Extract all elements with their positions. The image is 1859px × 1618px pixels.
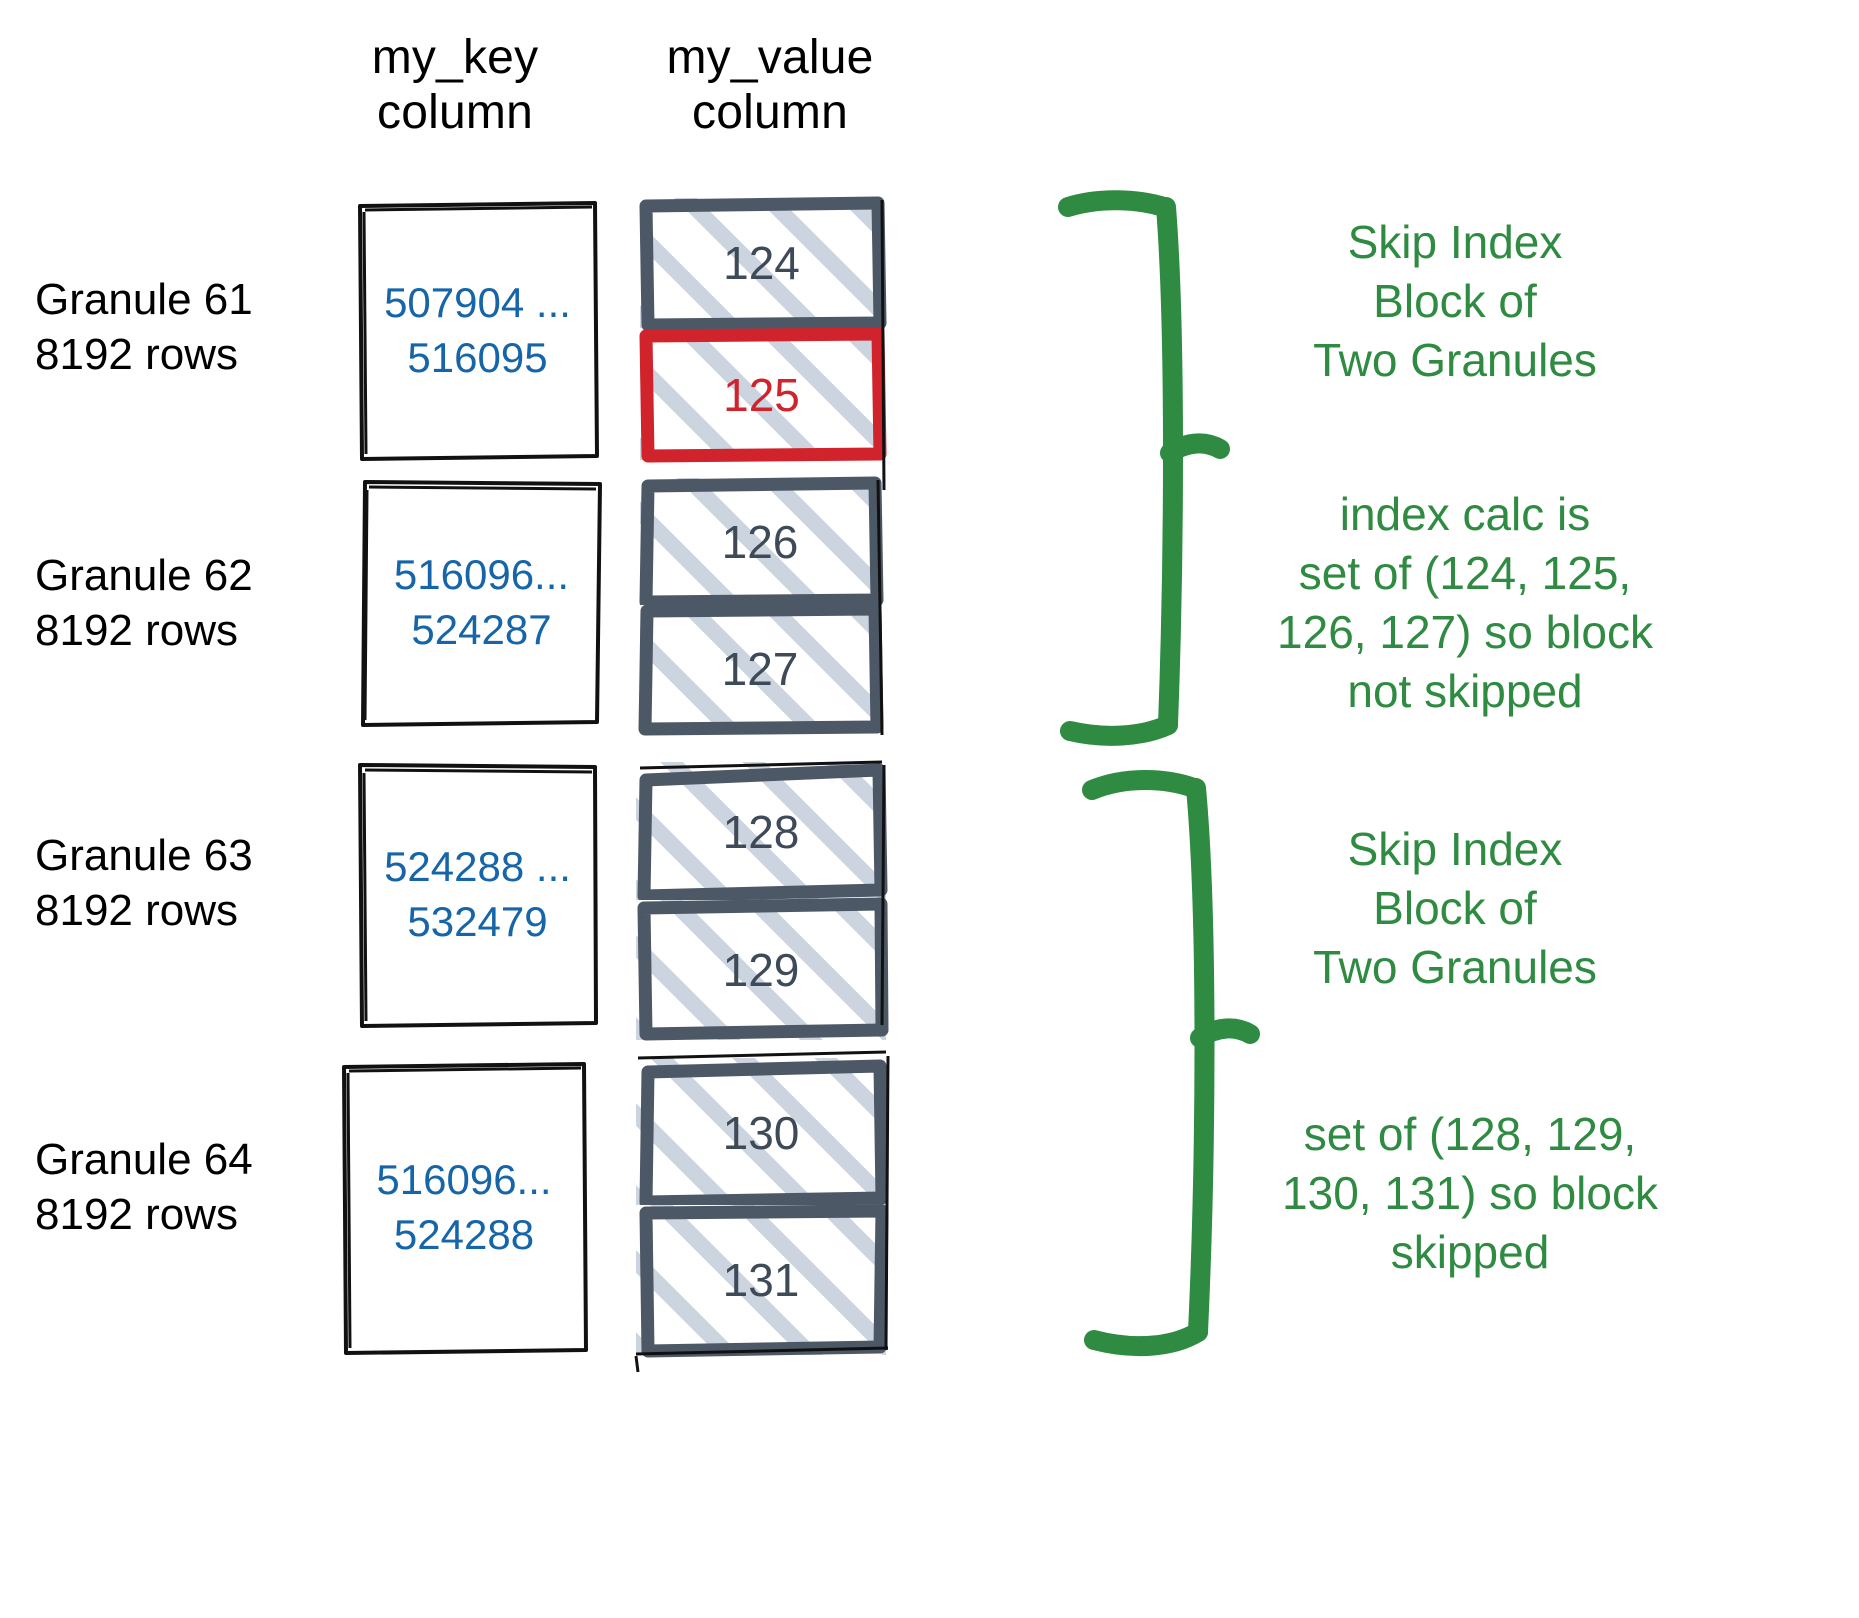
key-box-granule-64: 516096... 524288 [340,1060,588,1356]
value-column-header-line2: column [692,86,848,140]
value-box-124: 124 [639,196,887,332]
annotation-block-a-title-line3: Two Granules [1313,333,1597,386]
annotation-block-a-detail: index calc is set of (124, 125, 126, 127… [1095,485,1835,721]
value-box-124-hatch [640,198,883,328]
granule-label-62: Granule 62 8192 rows [35,548,325,658]
granule-label-61-rows: 8192 rows [35,330,239,379]
granule-label-63-rows: 8192 rows [35,886,239,935]
key-box-outline-62 [361,480,602,727]
annotation-block-a-title-line2: Block of [1373,274,1537,327]
value-text-130: 130 [722,1107,800,1159]
key-column-header-line2: column [377,86,533,140]
key-box-granule-61: 507904 ... 516095 [356,200,599,462]
granule-label-64: Granule 64 8192 rows [35,1132,325,1242]
value-box-125-hatch [640,330,883,460]
key-range-63: 524288 ... 532479 [356,840,599,949]
key-column-header-line1: my_key [371,31,539,84]
value-box-128: 128 [636,762,888,903]
value-text-131: 131 [722,1254,800,1306]
annotation-block-b-detail-line1: set of (128, 129, [1303,1108,1637,1160]
annotation-block-b-title-line2: Block of [1373,881,1537,934]
annotation-block-b-title-line1: Skip Index [1347,823,1563,875]
key-box-granule-63: 524288 ... 532479 [356,760,599,1030]
value-box-129: 129 [636,897,889,1041]
value-box-127-frame [638,602,884,736]
key-range-63-line1: 524288 ... [384,843,571,891]
granule-label-62-name: Granule 62 [35,551,253,600]
granule-label-62-rows: 8192 rows [35,606,239,655]
key-box-outline-63 [358,763,598,1028]
value-text-124: 124 [723,237,800,289]
annotation-block-b-detail-line3: skipped [1390,1225,1550,1278]
key-box-outline-61 [358,201,599,461]
value-box-126-hatch [640,478,880,606]
value-text-128: 128 [722,806,800,858]
value-box-129-hatch [636,900,886,1040]
value-box-126: 126 [639,476,884,609]
value-box-130: 130 [636,1058,889,1209]
key-range-62-line1: 516096... [393,551,570,599]
value-box-125: 125 [639,327,887,463]
value-text-127: 127 [721,643,799,695]
key-range-61: 507904 ... 516095 [356,276,599,385]
value-box-128-frame [637,763,888,903]
key-range-64-line1: 516096... [376,1156,552,1204]
value-column-header-line1: my_value [666,31,874,84]
annotation-block-a-detail-line1: index calc is [1339,488,1591,540]
value-text-129: 129 [722,944,800,996]
annotation-block-a-detail-line4: not skipped [1347,664,1583,717]
key-box-granule-62: 516096... 524287 [360,478,603,728]
annotation-block-b-title-line3: Two Granules [1313,940,1597,993]
annotation-block-a-title-line1: Skip Index [1347,216,1563,268]
value-box-129-frame [637,897,889,1041]
skip-index-bracket-block-b [1082,770,1260,1357]
value-text-126: 126 [721,516,799,568]
key-range-64-line2: 524288 [393,1211,535,1258]
value-box-127-hatch [640,605,880,733]
key-range-62: 516096... 524287 [360,548,603,657]
skip-index-bracket-block-a [1058,190,1230,746]
granule-label-63: Granule 63 8192 rows [35,828,325,938]
annotation-block-a-detail-line2: set of (124, 125, [1298,546,1632,599]
annotation-block-b-title: Skip Index Block of Two Granules [1110,820,1800,997]
key-column-header: my_key column [330,30,580,140]
key-box-outline-64 [342,1062,588,1355]
value-column-header: my_value column [630,30,910,140]
annotation-block-b-detail-line2: 130, 131) so block [1282,1166,1658,1219]
granule-label-61: Granule 61 8192 rows [35,272,325,382]
value-column-edge-strokes [634,199,890,1373]
value-box-128-hatch [636,762,886,902]
granule-label-64-name: Granule 64 [35,1135,253,1184]
value-box-127: 127 [638,602,884,736]
value-box-130-frame [639,1059,889,1209]
key-range-63-line2: 532479 [407,898,548,945]
granule-label-63-name: Granule 63 [35,831,253,880]
key-range-64: 516096... 524288 [340,1153,588,1262]
value-box-130-hatch [636,1058,886,1208]
key-range-62-line2: 524287 [411,606,552,653]
value-box-126-frame [639,476,884,609]
annotation-block-b-detail: set of (128, 129, 130, 131) so block ski… [1095,1105,1845,1282]
value-box-131-hatch [636,1205,886,1355]
key-range-61-line1: 507904 ... [384,279,571,327]
key-range-61-line2: 516095 [407,334,548,381]
granule-label-61-name: Granule 61 [35,275,253,324]
annotation-block-a-title: Skip Index Block of Two Granules [1110,213,1800,390]
granule-label-64-rows: 8192 rows [35,1190,239,1239]
value-box-125-highlight-frame [639,327,887,463]
value-box-124-frame [639,196,887,332]
annotation-block-a-detail-line3: 126, 127) so block [1277,605,1653,658]
value-text-125: 125 [723,369,800,421]
